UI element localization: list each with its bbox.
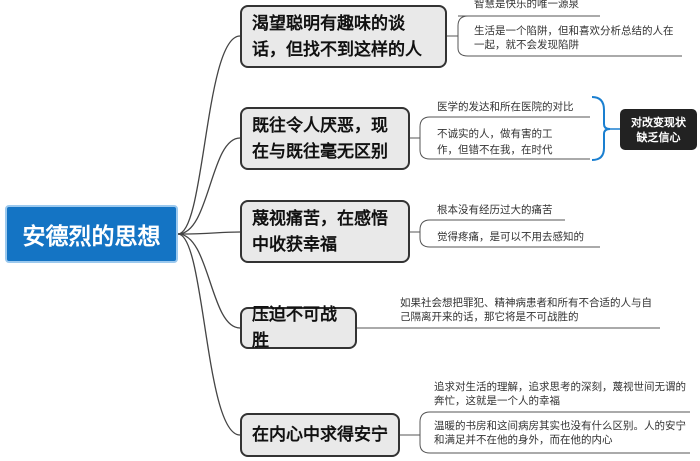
branch-5[interactable]: 在内心中求得安宁 xyxy=(240,413,400,457)
leaf-1-1[interactable]: 智慧是快乐的唯一源泉 xyxy=(474,0,579,10)
branch-1[interactable]: 渴望聪明有趣味的谈话，但找不到这样的人 xyxy=(240,5,447,68)
summary-node[interactable]: 对改变现状缺乏信心 xyxy=(620,109,697,150)
branch-4[interactable]: 压迫不可战胜 xyxy=(240,305,357,351)
brace xyxy=(591,96,611,161)
leaf-5-2[interactable]: 温暖的书房和这间病房其实也没有什么区别。人的安宁和满足并不在他的身外，而在他的内… xyxy=(434,420,686,446)
branch-3[interactable]: 蔑视痛苦，在感悟中收获幸福 xyxy=(240,200,410,263)
leaf-4-1[interactable]: 如果社会想把罪犯、精神病患者和所有不合适的人与自己隔离开来的话，那它将是不可战胜… xyxy=(400,297,652,323)
leaf-3-2[interactable]: 觉得疼痛，是可以不用去感知的 xyxy=(437,231,584,243)
leaf-5-1[interactable]: 追求对生活的理解，追求思考的深刻，蔑视世间无谓的奔忙，这就是一个人的幸福 xyxy=(434,381,686,407)
central-topic[interactable]: 安德烈的思想 xyxy=(5,205,178,263)
leaf-2-1[interactable]: 医学的发达和所在医院的对比 xyxy=(437,101,574,113)
leaf-1-2[interactable]: 生活是一个陷阱，但和喜欢分析总结的人在一起，就不会发现陷阱 xyxy=(474,25,674,51)
leaf-2-2[interactable]: 不诚实的人，做有害的工作，但错不在我，在时代 xyxy=(437,128,553,156)
leaf-3-1[interactable]: 根本没有经历过大的痛苦 xyxy=(437,204,553,216)
branch-2[interactable]: 既往令人厌恶，现在与既往毫无区别 xyxy=(240,107,410,170)
